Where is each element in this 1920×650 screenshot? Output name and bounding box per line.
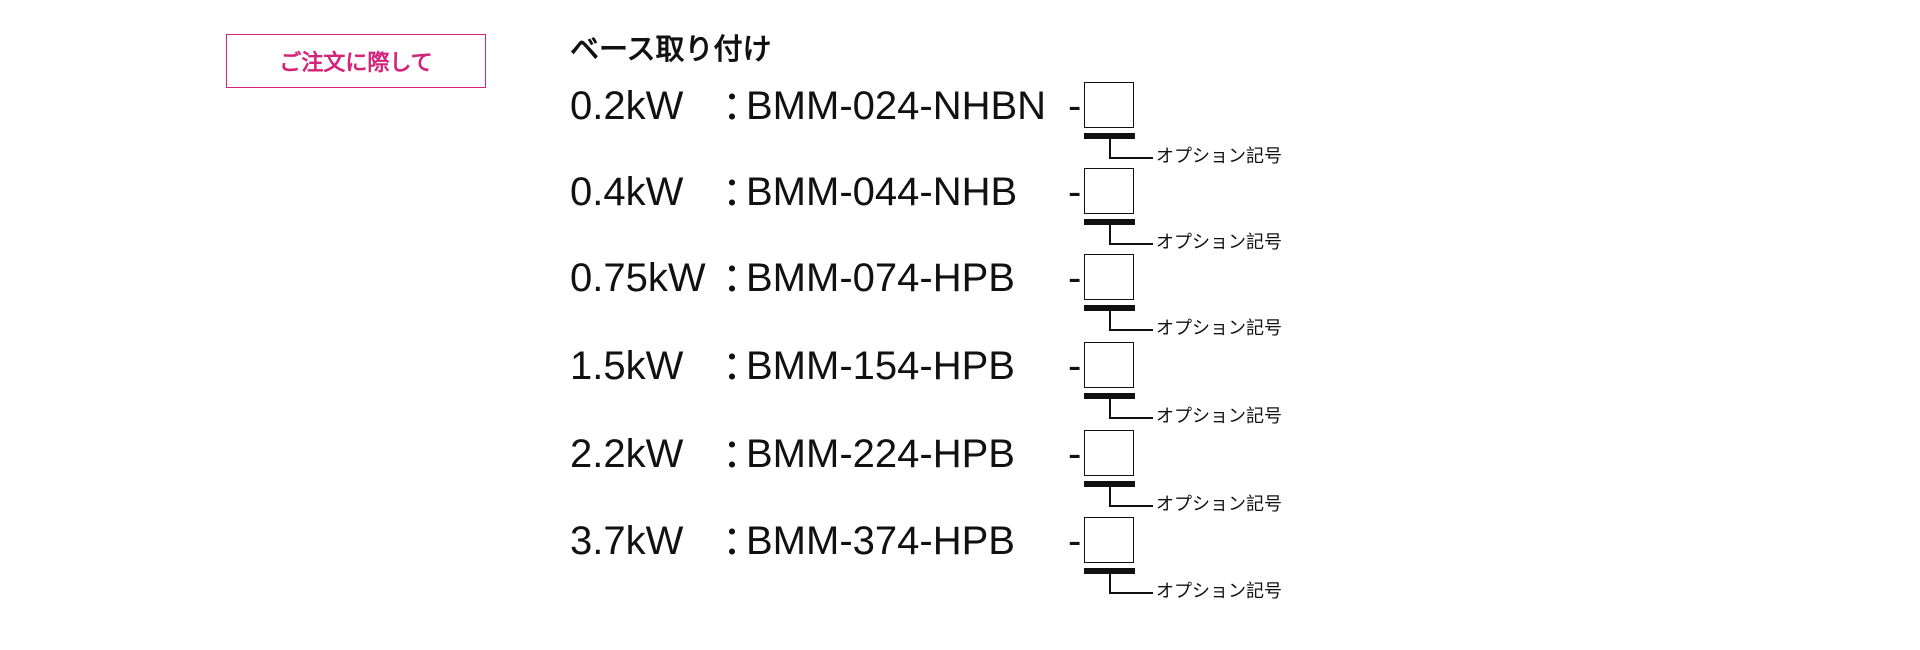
- separator-colon: ：: [722, 256, 762, 300]
- separator-colon: ：: [722, 84, 762, 128]
- leader-line-vertical: [1109, 399, 1111, 418]
- separator-dash: -: [1068, 432, 1082, 476]
- option-code-label: オプション記号: [1156, 146, 1282, 167]
- option-underline: [1084, 393, 1135, 399]
- option-code-box[interactable]: [1084, 168, 1134, 214]
- leader-line-vertical: [1109, 311, 1111, 330]
- option-underline: [1084, 481, 1135, 487]
- model-number: BMM-044-NHB: [746, 170, 1018, 214]
- leader-line-horizontal: [1109, 157, 1153, 159]
- separator-dash: -: [1068, 84, 1082, 128]
- separator-colon: ：: [722, 170, 762, 214]
- power-rating: 0.75kW: [570, 256, 706, 300]
- separator-colon: ：: [722, 432, 762, 476]
- leader-line-horizontal: [1109, 592, 1153, 594]
- model-row: 3.7kW ： BMM-374-HPB - オプション記号: [0, 517, 1920, 603]
- power-rating: 0.2kW: [570, 84, 684, 128]
- model-row: 0.2kW ： BMM-024-NHBN - オプション記号: [0, 82, 1920, 168]
- separator-dash: -: [1068, 170, 1082, 214]
- option-code-box[interactable]: [1084, 254, 1134, 300]
- model-row: 0.4kW ： BMM-044-NHB - オプション記号: [0, 168, 1920, 254]
- model-number: BMM-374-HPB: [746, 519, 1015, 563]
- option-code-box[interactable]: [1084, 517, 1134, 563]
- separator-dash: -: [1068, 344, 1082, 388]
- model-number: BMM-074-HPB: [746, 256, 1015, 300]
- option-code-label: オプション記号: [1156, 494, 1282, 515]
- model-row: 1.5kW ： BMM-154-HPB - オプション記号: [0, 342, 1920, 428]
- model-row: 0.75kW ： BMM-074-HPB - オプション記号: [0, 254, 1920, 340]
- option-code-label: オプション記号: [1156, 318, 1282, 339]
- leader-line-horizontal: [1109, 329, 1153, 331]
- separator-colon: ：: [722, 519, 762, 563]
- separator-dash: -: [1068, 256, 1082, 300]
- model-number: BMM-024-NHBN: [746, 84, 1047, 128]
- power-rating: 2.2kW: [570, 432, 684, 476]
- leader-line-vertical: [1109, 225, 1111, 244]
- option-code-box[interactable]: [1084, 430, 1134, 476]
- option-code-label: オプション記号: [1156, 581, 1282, 602]
- option-underline: [1084, 568, 1135, 574]
- order-notice-label: ご注文に際して: [279, 51, 433, 76]
- leader-line-horizontal: [1109, 417, 1153, 419]
- leader-line-horizontal: [1109, 505, 1153, 507]
- leader-line-vertical: [1109, 574, 1111, 593]
- section-title: ベース取り付け: [570, 32, 772, 66]
- leader-line-vertical: [1109, 487, 1111, 506]
- option-code-label: オプション記号: [1156, 232, 1282, 253]
- power-rating: 0.4kW: [570, 170, 684, 214]
- model-number: BMM-154-HPB: [746, 344, 1015, 388]
- option-code-label: オプション記号: [1156, 406, 1282, 427]
- leader-line-horizontal: [1109, 243, 1153, 245]
- separator-dash: -: [1068, 519, 1082, 563]
- option-code-box[interactable]: [1084, 342, 1134, 388]
- option-underline: [1084, 305, 1135, 311]
- order-notice-button[interactable]: ご注文に際して: [226, 34, 486, 88]
- option-underline: [1084, 219, 1135, 225]
- model-number: BMM-224-HPB: [746, 432, 1015, 476]
- option-underline: [1084, 133, 1135, 139]
- power-rating: 3.7kW: [570, 519, 684, 563]
- power-rating: 1.5kW: [570, 344, 684, 388]
- leader-line-vertical: [1109, 139, 1111, 158]
- option-code-box[interactable]: [1084, 82, 1134, 128]
- separator-colon: ：: [722, 344, 762, 388]
- model-row: 2.2kW ： BMM-224-HPB - オプション記号: [0, 430, 1920, 516]
